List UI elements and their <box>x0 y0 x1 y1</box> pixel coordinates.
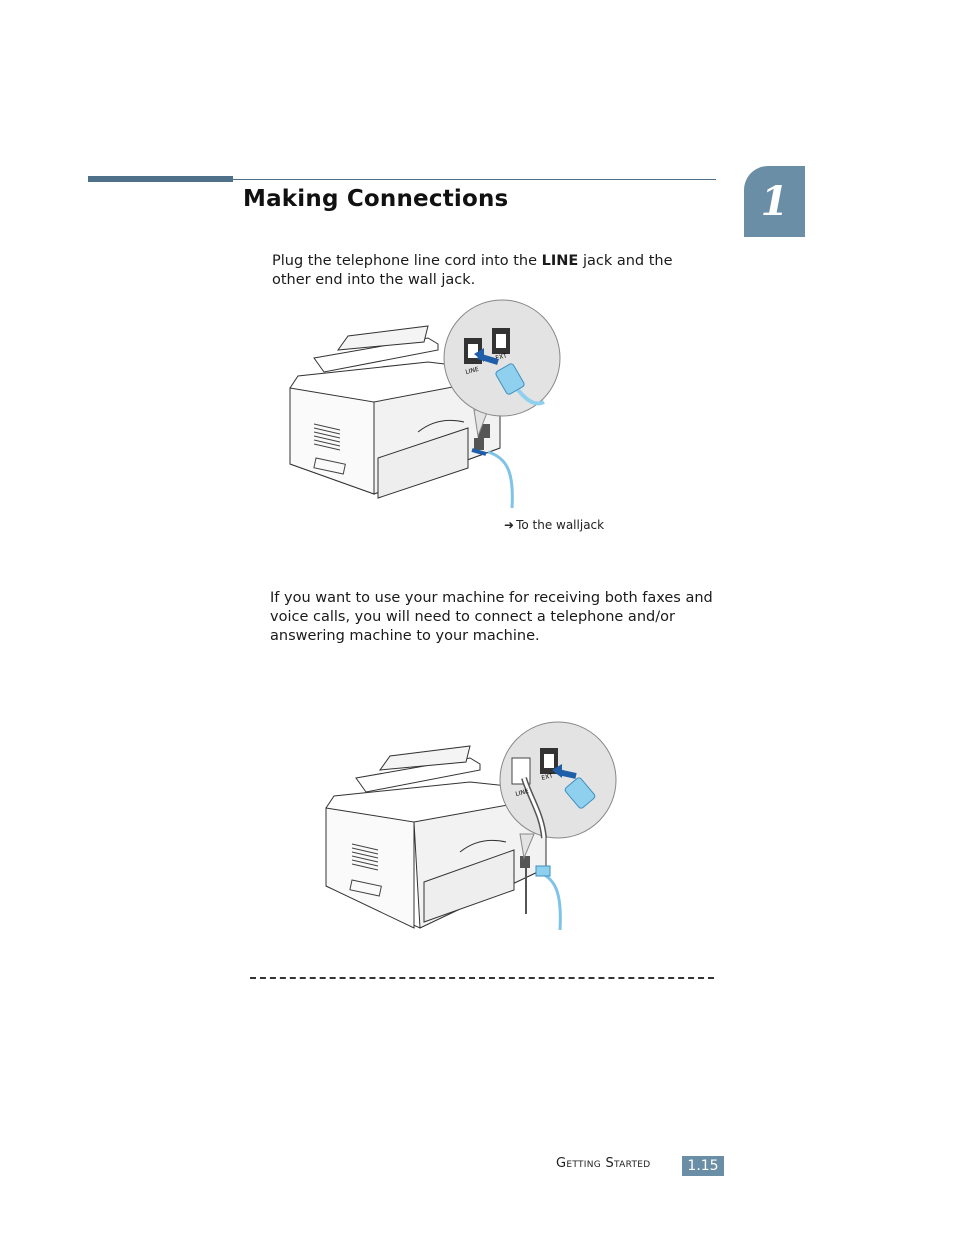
fig1-ext-label: EXT <box>495 352 508 362</box>
header-rule-thin <box>233 179 716 180</box>
header-rule-thick <box>88 176 233 182</box>
section-divider <box>250 977 714 979</box>
caption-text: To the walljack <box>516 518 605 532</box>
line-connection-illustration: LINE EXT <box>289 299 561 509</box>
line-jack-label: LINE <box>541 253 579 269</box>
caption-arrow-icon: ➜ <box>504 518 515 532</box>
footer-page-number: 1.15 <box>682 1156 724 1176</box>
instruction-paragraph-2: If you want to use your machine for rece… <box>270 590 713 644</box>
instruction-text-end: jack and the other end into the wall jac… <box>272 253 673 288</box>
footer-section-label: Getting Started <box>556 1156 651 1171</box>
instruction-paragraph-1: Plug the telephone line cord into the LI… <box>272 252 712 290</box>
fig1-line-label: LINE <box>465 366 480 376</box>
page-title: Making Connections <box>243 186 509 212</box>
walljack-caption: ➜To the walljack <box>504 518 604 532</box>
fig2-ext-label: EXT <box>541 772 554 782</box>
instruction-text-start: Plug the telephone line cord into the <box>272 253 542 269</box>
chapter-tab <box>744 166 805 237</box>
fig2-line-label: LINE <box>515 788 530 798</box>
ext-connection-illustration: LINE EXT <box>325 721 617 931</box>
chapter-number: 1 <box>760 178 789 225</box>
